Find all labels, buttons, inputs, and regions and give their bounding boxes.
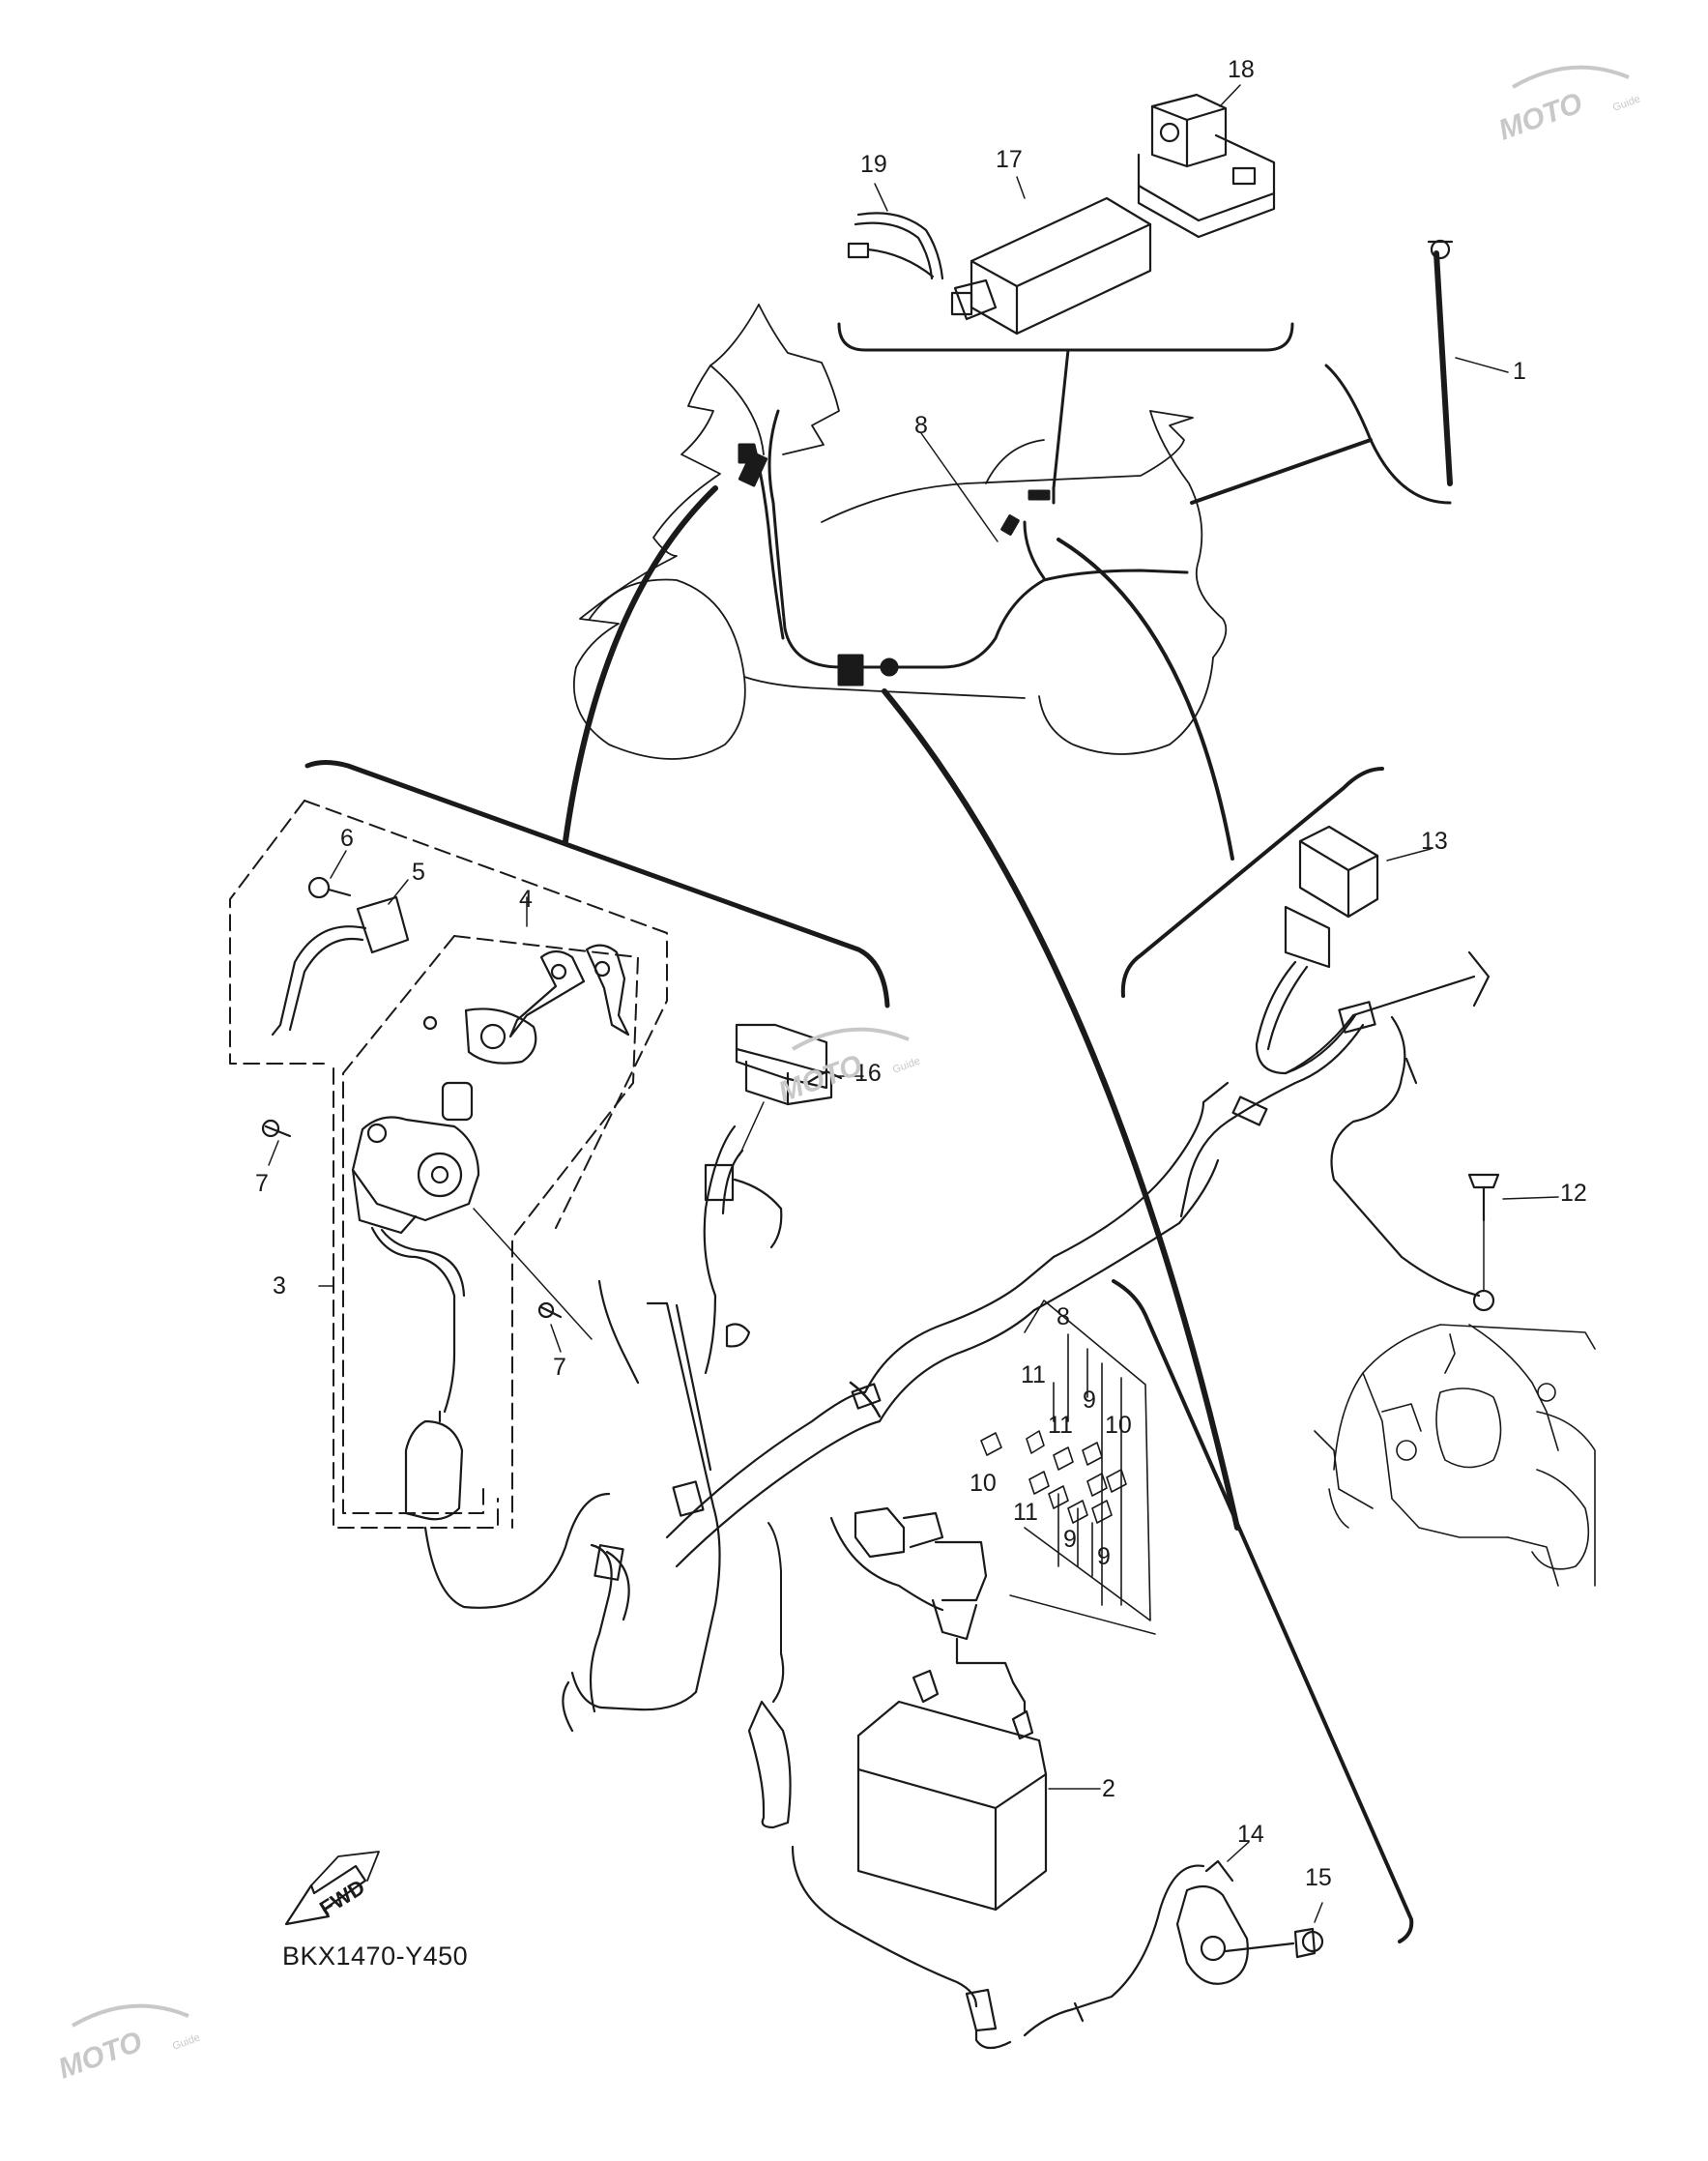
callout-15: 15 [1305, 1864, 1332, 1891]
watermark-sub: Guide [171, 2032, 202, 2053]
callout-7-left: 7 [255, 1170, 269, 1197]
callout-7-right: 7 [553, 1354, 566, 1381]
forward-arrow-label: FWD [315, 1875, 369, 1921]
group-leaders [563, 432, 1240, 1531]
watermark-sub: Guide [1611, 94, 1642, 114]
fuse-panel [980, 1300, 1151, 1621]
callout-18: 18 [1228, 56, 1255, 83]
callout-6: 6 [340, 825, 354, 852]
callout-4: 4 [519, 886, 533, 913]
part-12-bolt [1467, 1173, 1559, 1312]
harness-on-bike [738, 409, 1189, 686]
top-parts-group [837, 84, 1294, 490]
callout-11-a: 11 [1021, 1361, 1046, 1388]
right-sensor-group [1120, 767, 1596, 1587]
center-harness-group [423, 1023, 1414, 2050]
callout-11-c: 11 [1013, 1499, 1038, 1526]
callout-10-a: 10 [1105, 1412, 1132, 1439]
callout-5: 5 [412, 859, 425, 886]
part-19-cable-band [847, 212, 944, 280]
callout-9-a: 9 [1083, 1387, 1096, 1414]
callout-17: 17 [996, 146, 1023, 173]
part-14-sensor [965, 1841, 1295, 2050]
part-16-connector [735, 1023, 864, 1156]
callout-1: 1 [1513, 358, 1526, 385]
callout-13: 13 [1421, 828, 1448, 855]
part-7-screws [261, 1119, 563, 1353]
motorcycle-outline [572, 304, 1228, 760]
callout-3: 3 [273, 1272, 286, 1300]
engine-block [1314, 1324, 1596, 1587]
fuse-box [829, 1506, 1156, 1684]
callout-8-fuse: 8 [1057, 1303, 1070, 1330]
watermark-logo-bottom-left: MOTO Guide [54, 2003, 202, 2086]
callout-16: 16 [854, 1060, 882, 1087]
part-5-plate [271, 879, 410, 1037]
watermark-logo-center: MOTO Guide [774, 1027, 922, 1109]
part-18-bracket [1137, 93, 1276, 239]
callout-9-b: 9 [1063, 1526, 1077, 1553]
callout-9-c: 9 [1097, 1543, 1111, 1570]
forward-arrow-icon: FWD [284, 1851, 380, 1926]
part-17-relay-unit [950, 196, 1152, 336]
part-3-main-switch [318, 1081, 593, 1521]
callout-8-top: 8 [914, 412, 928, 439]
part-13-coupler [1179, 825, 1491, 1298]
part-15-bolt [1293, 1902, 1324, 1959]
part-1-group [1190, 239, 1509, 505]
watermark-logo-top-right: MOTO Guide [1494, 65, 1642, 147]
part-4-key-set [422, 896, 630, 1065]
part-6-screw [307, 850, 352, 899]
watermark-sub: Guide [891, 1056, 922, 1076]
watermark-brand: MOTO [774, 1049, 866, 1109]
callout-10-b: 10 [970, 1470, 997, 1497]
callout-2: 2 [1102, 1775, 1115, 1802]
callout-19: 19 [860, 151, 887, 178]
watermark-brand: MOTO [1494, 87, 1586, 147]
part-2-battery [856, 1669, 1101, 1912]
callout-11-b: 11 [1048, 1412, 1073, 1439]
drawing-code: BKX1470-Y450 [282, 1942, 469, 1971]
callout-14: 14 [1237, 1821, 1264, 1848]
callout-12: 12 [1560, 1180, 1587, 1207]
watermark-brand: MOTO [54, 2026, 146, 2086]
main-switch-group [229, 760, 890, 1529]
